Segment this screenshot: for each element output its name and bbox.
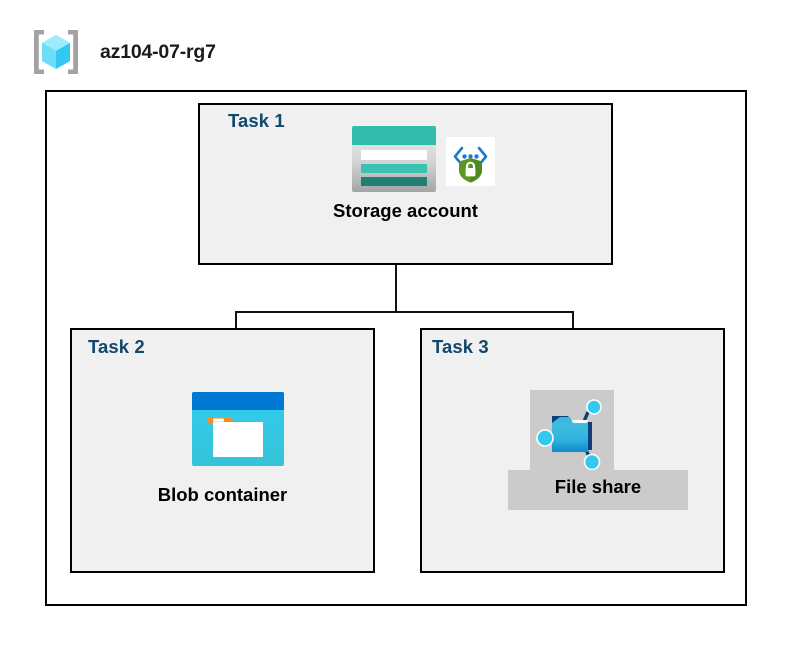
file-share-label: File share [554,476,642,497]
header: az104-07-rg7 [30,26,330,78]
security-shield-icon [446,137,495,186]
storage-account-label: Storage account [333,200,478,221]
resource-group-icon [30,27,82,77]
page-title: az104-07-rg7 [100,40,216,63]
task-1-label: Task 1 [228,110,285,131]
storage-account-icon [352,126,436,192]
file-share-label-highlight [508,470,688,510]
connector-storage-to-split [395,265,397,313]
task-3-label: Task 3 [432,336,489,357]
file-share-icon [530,390,614,471]
task-2-label: Task 2 [88,336,145,357]
blob-container-label: Blob container [157,484,288,505]
connector-split-bar [235,311,574,313]
blob-container-icon [192,392,284,466]
